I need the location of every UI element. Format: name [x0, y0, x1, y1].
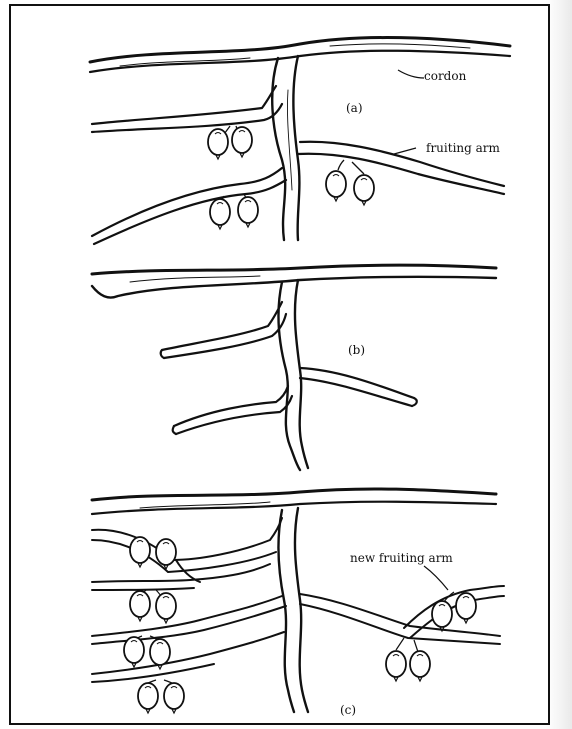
panel-c-cordon [92, 489, 496, 514]
panel-c-arms-left [92, 518, 286, 682]
panel-b-cordon [92, 265, 496, 298]
label-cordon: cordon [424, 69, 467, 83]
panel-c-fruit-cluster-5 [386, 651, 430, 681]
panel-b: (b) [92, 265, 496, 470]
panel-b-spur-lower-left [173, 386, 292, 434]
fruiting-arm-leader-line [394, 148, 416, 154]
label-panel-a: (a) [346, 101, 363, 115]
panel-a-cordon [90, 37, 510, 72]
panel-a-trunk [272, 56, 299, 240]
panel-c-fruit-cluster-6 [432, 593, 476, 631]
label-new-fruiting-arm: new fruiting arm [350, 551, 453, 565]
cordon-leader-line [398, 70, 424, 78]
label-fruiting-arm: fruiting arm [426, 141, 501, 155]
new-fruiting-arm-leader-line [424, 566, 448, 590]
label-panel-c: (c) [340, 703, 356, 717]
panel-b-spur-right [300, 368, 417, 406]
panel-c-trunk [278, 508, 308, 712]
panel-c-fruit-cluster-4 [138, 683, 184, 713]
panel-a-fruit-cluster-1 [208, 127, 252, 159]
panel-a-fruit-cluster-2 [210, 197, 258, 229]
panel-c-fruit-cluster-3 [124, 637, 170, 669]
panel-c-fruit-cluster-2 [130, 591, 176, 623]
panel-c-fruit-cluster-1 [130, 537, 176, 569]
panel-b-trunk [279, 280, 308, 470]
panel-a: cordon fruiting arm (a) [90, 37, 510, 244]
panel-a-fruit-cluster-3 [326, 171, 374, 205]
label-panel-b: (b) [348, 343, 365, 357]
panel-c: new fruiting arm (c) [92, 489, 504, 717]
panel-a-arm-upper-left [92, 86, 282, 132]
panel-b-spur-upper-left [161, 302, 286, 358]
